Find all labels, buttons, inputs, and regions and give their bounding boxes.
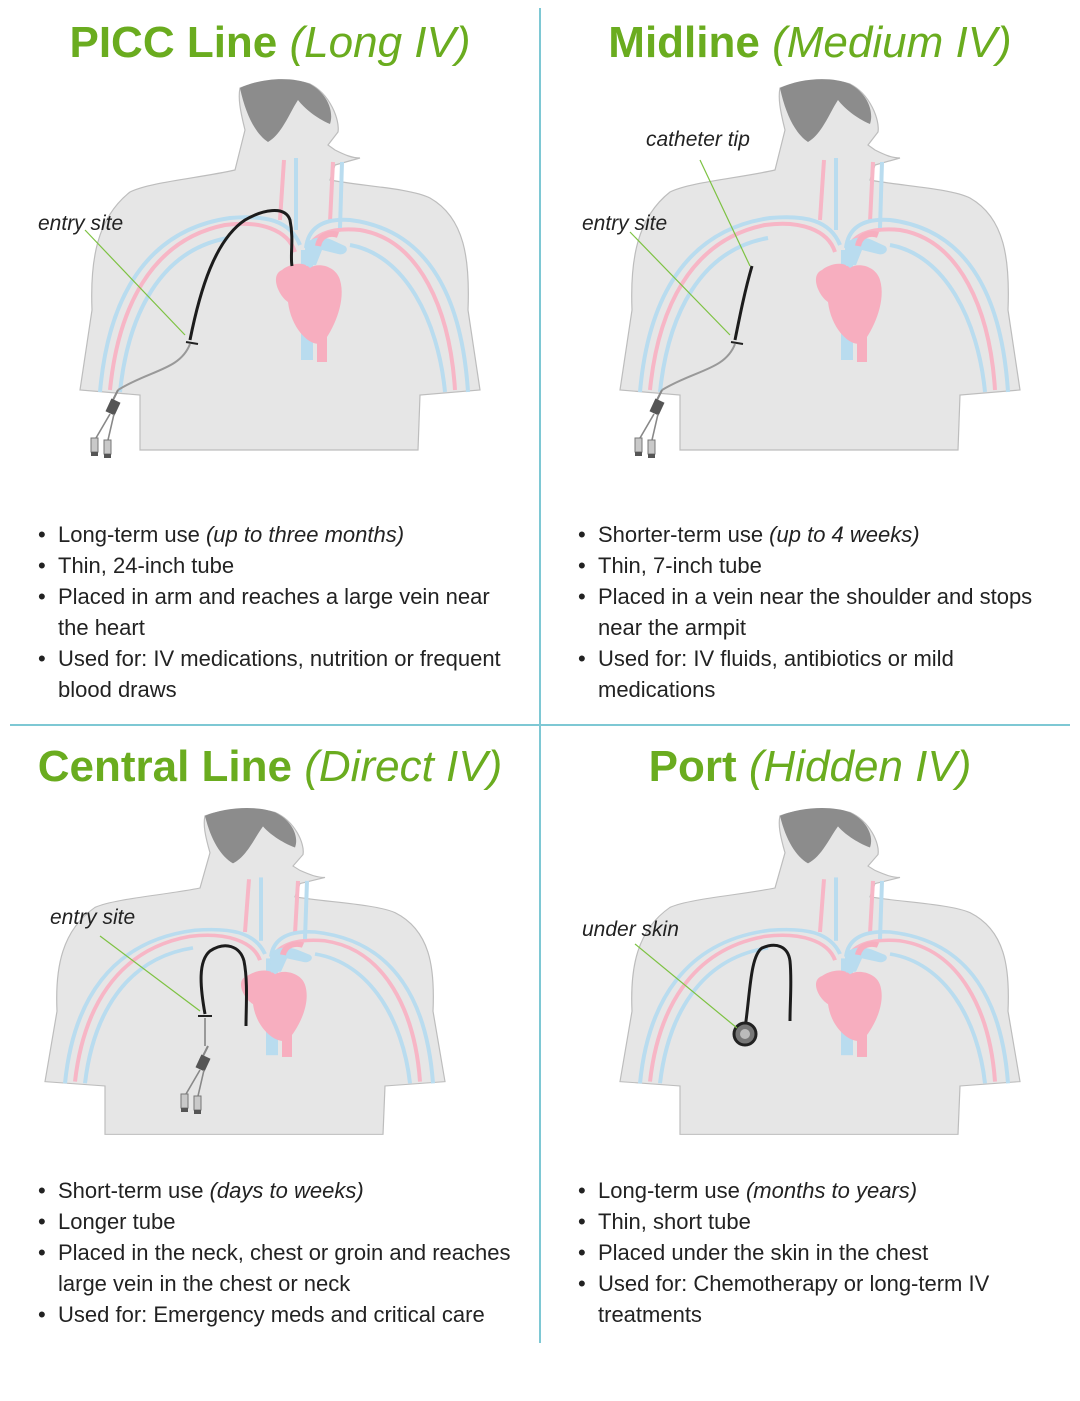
picc-panel: PICC Line (Long IV) entry site Long-term… <box>0 0 540 702</box>
midline-panel: Midline (Medium IV) catheter tip entry s… <box>540 0 1080 702</box>
bullet-list: Long-term use (up to three months) Thin,… <box>38 519 518 705</box>
list-item: Placed in the neck, chest or groin and r… <box>38 1237 518 1299</box>
list-item: Shorter-term use (up to 4 weeks) <box>578 519 1058 550</box>
catheter-line <box>733 265 754 341</box>
catheter-line <box>199 944 248 1027</box>
leader-line <box>699 159 751 267</box>
picc-diagram: entry site <box>0 70 540 500</box>
extension-tubing <box>117 343 191 391</box>
port-panel: Port (Hidden IV) under skin Long-term us… <box>540 726 1080 1401</box>
port-diagram: under skin <box>540 796 1080 1226</box>
list-item: Used for: IV fluids, antibiotics or mild… <box>578 643 1058 705</box>
central-line-panel: Central Line (Direct IV) entry site Shor… <box>0 726 540 1401</box>
extension-tubing <box>661 343 736 391</box>
bullet-list: Long-term use (months to years) Thin, sh… <box>578 1175 1058 1330</box>
callout-label: entry site <box>582 212 668 235</box>
central-line-diagram: entry site <box>0 796 540 1226</box>
list-item: Placed in a vein near the shoulder and s… <box>578 581 1058 643</box>
callout-label: under skin <box>582 918 679 941</box>
list-item: Thin, short tube <box>578 1206 1058 1237</box>
leader-line <box>634 943 738 1029</box>
list-item: Thin, 7-inch tube <box>578 550 1058 581</box>
list-item: Longer tube <box>38 1206 518 1237</box>
catheter-line <box>188 209 294 341</box>
callout-label: entry site <box>38 212 124 235</box>
list-item: Used for: Chemotherapy or long-term IV t… <box>578 1268 1058 1330</box>
callout-label: entry site <box>50 906 136 929</box>
list-item: Used for: IV medications, nutrition or f… <box>38 643 518 705</box>
list-item: Long-term use (up to three months) <box>38 519 518 550</box>
catheter-line <box>743 943 793 1029</box>
panel-title: Port (Hidden IV) <box>648 742 972 791</box>
midline-diagram: catheter tip entry site <box>540 70 1080 500</box>
panel-title: PICC Line (Long IV) <box>69 18 471 67</box>
bullet-list: Short-term use (days to weeks) Longer tu… <box>38 1175 518 1330</box>
list-item: Thin, 24-inch tube <box>38 550 518 581</box>
panel-title: Midline (Medium IV) <box>608 18 1012 67</box>
vertical-divider <box>539 8 541 1343</box>
callout-label: catheter tip <box>646 128 750 151</box>
horizontal-divider <box>10 724 1070 726</box>
list-item: Placed under the skin in the chest <box>578 1237 1058 1268</box>
list-item: Long-term use (months to years) <box>578 1175 1058 1206</box>
leader-line <box>99 935 201 1012</box>
leader-line <box>84 229 186 336</box>
leader-line <box>629 231 731 336</box>
bullet-list: Shorter-term use (up to 4 weeks) Thin, 7… <box>578 519 1058 705</box>
list-item: Short-term use (days to weeks) <box>38 1175 518 1206</box>
panel-title: Central Line (Direct IV) <box>37 742 503 791</box>
list-item: Used for: Emergency meds and critical ca… <box>38 1299 518 1330</box>
list-item: Placed in arm and reaches a large vein n… <box>38 581 518 643</box>
